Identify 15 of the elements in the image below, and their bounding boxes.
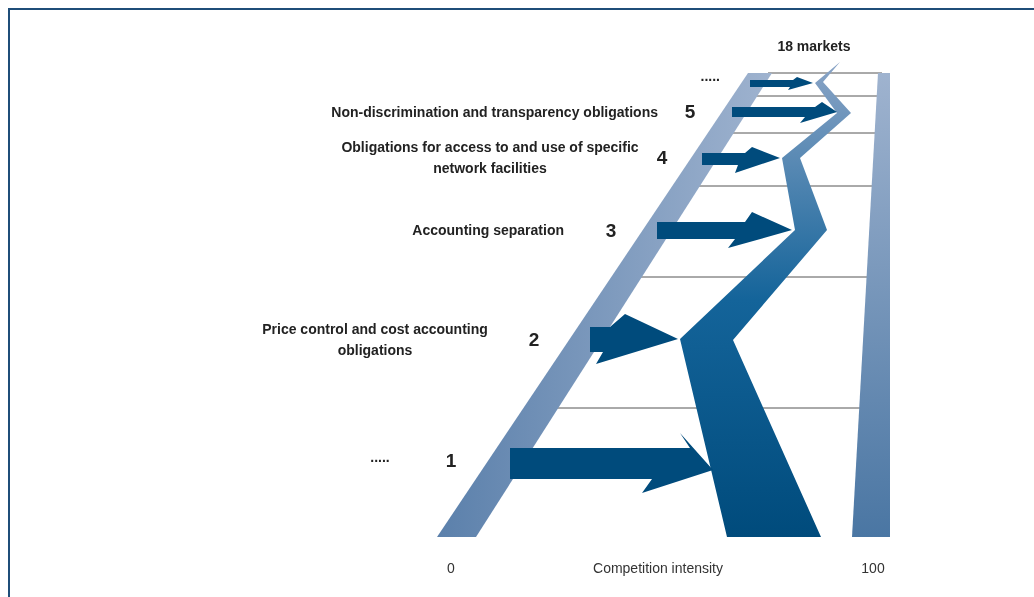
obligation-label: Non-discrimination and transparency obligations xyxy=(330,103,658,122)
obligation-label: Price control and cost accounting obligations xyxy=(261,320,489,360)
market-count-label: 18 markets xyxy=(776,37,852,56)
ellipsis-label: ..... xyxy=(369,448,391,467)
obligation-label: Accounting separation xyxy=(411,221,564,240)
step-number: 5 xyxy=(683,101,697,123)
axis-min-label: 0 xyxy=(446,559,456,577)
step-number: 2 xyxy=(527,329,541,351)
axis-max-label: 100 xyxy=(860,559,886,577)
step-number: 1 xyxy=(444,450,458,472)
ellipsis-label: ..... xyxy=(699,67,720,86)
step-number: 3 xyxy=(604,220,618,242)
step-number: 4 xyxy=(655,147,669,169)
axis-title: Competition intensity xyxy=(592,559,724,577)
obligation-label: Obligations for access to and use of specific network facilities xyxy=(340,138,640,178)
